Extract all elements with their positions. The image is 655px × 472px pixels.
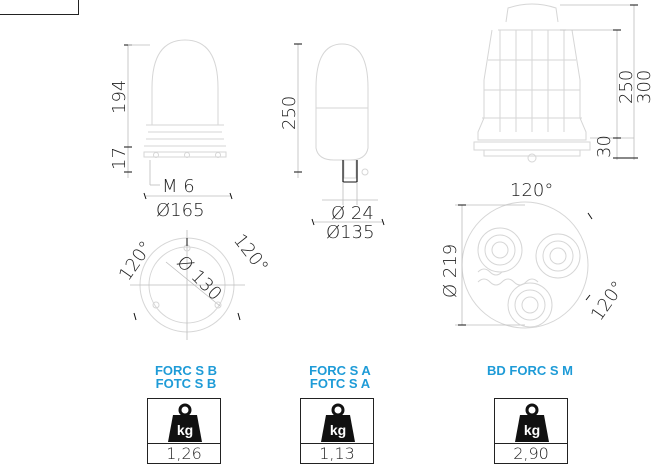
product-3-name: BD FORC S M <box>472 364 588 377</box>
lamp1-thread-label: M 6 <box>162 176 195 197</box>
lamp1-height-label: 194 <box>109 80 130 114</box>
lamp3-height-a-label: 250 <box>616 70 637 104</box>
product-3-weight-box: kg 2,90 <box>494 398 568 464</box>
lamp3-top-view: 120° Ø 219 120° <box>440 180 629 329</box>
product-2-line1: FORC S A <box>309 363 371 378</box>
lamp3-diameter-label: Ø 219 <box>440 244 461 298</box>
lamp1-side-view: 194 17 M 6 Ø165 <box>109 39 233 221</box>
technical-drawing: 194 17 M 6 Ø165 120° 120° <box>109 3 655 340</box>
product-2-weight-box: kg 1,13 <box>300 398 374 464</box>
lamp1-diameter-label: Ø165 <box>156 200 205 221</box>
lamp2-stem-diameter-label: Ø 24 <box>331 203 374 224</box>
product-2-weight-value: 1,13 <box>301 443 373 463</box>
weight-icon: kg <box>321 403 355 442</box>
product-1-weight-box: kg 1,26 <box>147 398 221 464</box>
lamp3-side-view: 250 300 30 <box>473 3 655 163</box>
product-3-line1: BD FORC S M <box>487 363 573 378</box>
product-3-weight-unit: kg <box>524 422 540 438</box>
product-2-weight-unit: kg <box>330 422 346 438</box>
lamp3-angle-top-label: 120° <box>510 180 553 201</box>
product-1-line1: FORC S B <box>154 363 218 378</box>
product-3-weight-value: 2,90 <box>495 443 567 463</box>
lamp3-base-label: 30 <box>594 135 615 158</box>
product-1-name: FORC S B FOTC S B <box>138 364 234 390</box>
lamp1-base-label: 17 <box>109 147 130 170</box>
product-2-name: FORC S A FOTC S A <box>292 364 388 390</box>
corner-frame <box>0 0 79 15</box>
lamp1-bolt-circle-label: Ø 130 <box>172 252 225 305</box>
lamp3-height-b-label: 300 <box>634 70 655 104</box>
product-1-line2: FOTC S B <box>155 376 217 391</box>
lamp1-angle-left-label: 120° <box>115 237 157 285</box>
product-2-line2: FOTC S A <box>309 376 371 391</box>
product-1-weight-value: 1,26 <box>148 443 220 463</box>
lamp1-bottom-view: 120° 120° Ø 130 <box>115 230 272 340</box>
lamp2-diameter-label: Ø135 <box>326 222 375 243</box>
lamp2-height-label: 250 <box>279 96 300 130</box>
lamp1-angle-right-label: 120° <box>229 230 272 277</box>
product-1-weight-unit: kg <box>177 422 193 438</box>
weight-icon: kg <box>168 403 202 442</box>
lamp2-side-view: 250 Ø 24 Ø135 <box>279 43 385 243</box>
weight-icon: kg <box>515 403 549 442</box>
lamp3-angle-right-label: 120° <box>587 277 629 325</box>
